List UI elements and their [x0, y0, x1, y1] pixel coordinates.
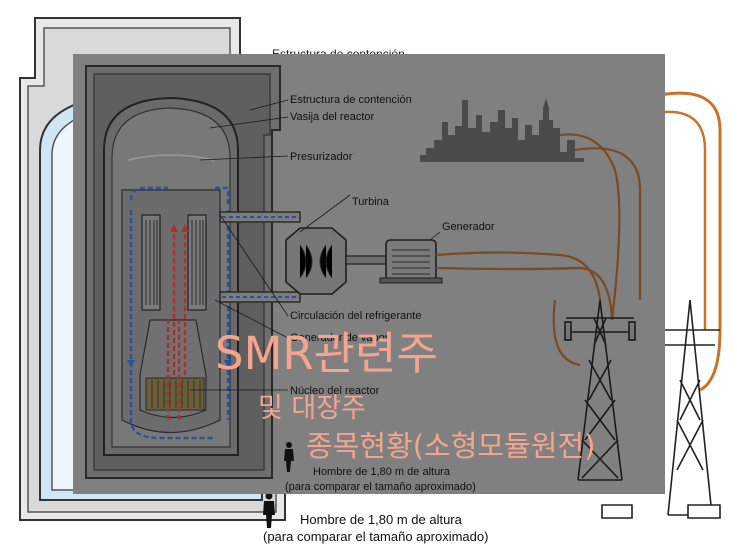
label-core: Núcleo del reactor — [290, 385, 380, 397]
label-human-line2: (para comparar el tamaño aproximado) — [285, 481, 476, 493]
overlay-title-line1: SMR관련주 — [215, 327, 438, 380]
overlay-title-line3: 종목현황(소형모듈원전) — [306, 429, 596, 463]
label-generator: Generador — [442, 221, 495, 233]
overlay-panel: Estructura de contención Vasija del reac… — [73, 54, 665, 494]
bg-human-line1: Hombre de 1,80 m de altura — [300, 512, 463, 527]
label-containment: Estructura de contención — [290, 94, 412, 106]
label-turbine: Turbina — [352, 196, 390, 208]
label-vessel: Vasija del reactor — [290, 111, 375, 123]
label-human-line1: Hombre de 1,80 m de altura — [313, 466, 451, 478]
bg-human-line2: (para comparar el tamaño aproximado) — [263, 529, 488, 544]
person-icon — [263, 492, 275, 528]
label-coolant: Circulación del refrigerante — [290, 310, 421, 322]
person-icon — [284, 442, 294, 472]
label-steam-generator: Generador de vapor — [290, 332, 389, 344]
turbine-icon — [285, 194, 351, 295]
overlay-title-line2: 및 대장주 — [258, 393, 366, 424]
label-pressurizer: Presurizador — [290, 151, 353, 163]
city-skyline-icon — [420, 98, 584, 162]
transmission-tower-icon — [564, 299, 636, 481]
generator-icon — [379, 231, 443, 284]
